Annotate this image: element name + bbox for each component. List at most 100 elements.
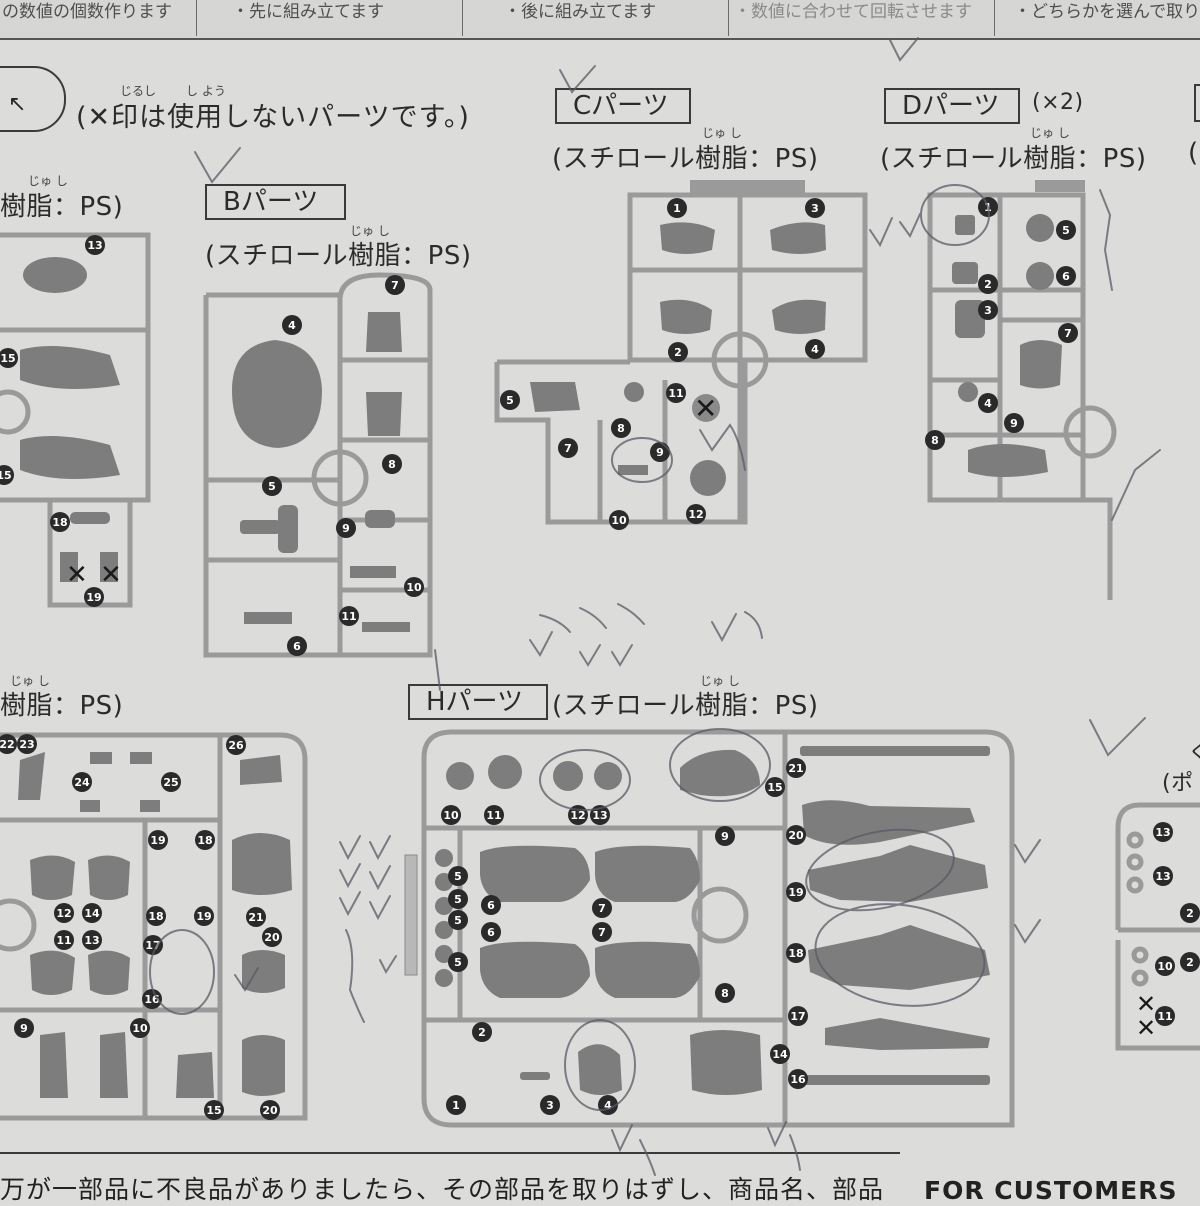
part-number-badge: 5 xyxy=(448,910,468,930)
h-runner-tab xyxy=(404,854,418,976)
part-number: 6 xyxy=(1062,270,1070,283)
pencil-circle xyxy=(539,749,631,811)
part-number: 9 xyxy=(656,446,664,459)
part-number: 20 xyxy=(262,1104,278,1117)
part-number: 8 xyxy=(721,987,729,1000)
pencil-check-mark xyxy=(889,37,919,62)
part-number: 16 xyxy=(790,1073,806,1086)
part-number-badge: 2 xyxy=(1180,952,1200,972)
part-number: 14 xyxy=(84,907,100,920)
part-number-badge: 19 xyxy=(148,830,168,850)
part-number: 11 xyxy=(341,610,356,623)
part-number: 2 xyxy=(1186,956,1194,969)
h-parts xyxy=(435,746,990,1095)
part-number: 2 xyxy=(478,1026,486,1039)
part-number: 7 xyxy=(391,279,399,292)
part-number: 17 xyxy=(790,1010,805,1023)
part-number: 13 xyxy=(592,809,607,822)
part-number-badge: 9 xyxy=(336,518,356,538)
ruby-jushi-c: じゅ し xyxy=(702,126,742,140)
part-number-badge: 10 xyxy=(441,805,461,825)
part-number: 11 xyxy=(1157,1010,1172,1023)
g-numbers: 22 23 26 24 25 19 18 18 19 12 14 21 11 1… xyxy=(0,734,282,1120)
part-number: 9 xyxy=(20,1022,28,1035)
part-number: 21 xyxy=(248,911,263,924)
d-multiplier: (×2) xyxy=(1032,90,1084,115)
header-cell-5: ・どちらかを選んで取り付 xyxy=(1014,2,1200,22)
pencil-circle xyxy=(611,437,673,483)
a-parts xyxy=(20,257,120,582)
part-number-badge: 19 xyxy=(786,882,806,902)
part-number: 26 xyxy=(228,739,244,752)
part-number: 2 xyxy=(1186,907,1194,920)
part-number: 2 xyxy=(984,278,992,291)
part-number-badge: 15 xyxy=(0,348,18,368)
part-number: 15 xyxy=(0,352,15,365)
c-parts-title: Cパーツ xyxy=(555,88,691,124)
part-number-badge: 10 xyxy=(404,577,424,597)
part-number: 18 xyxy=(788,947,803,960)
part-number: 17 xyxy=(145,939,160,952)
part-number: 20 xyxy=(788,829,804,842)
unused-x-mark: ✕ xyxy=(1136,990,1156,1018)
part-number-badge: 4 xyxy=(978,393,998,413)
part-number: 20 xyxy=(264,931,280,944)
h-material: (スチロール樹脂：PS) xyxy=(552,691,819,721)
h-parts-title: Hパーツ xyxy=(408,684,548,720)
part-number: 5 xyxy=(454,914,462,927)
unused-x-mark: ✕ xyxy=(692,392,720,425)
part-number: 18 xyxy=(148,910,163,923)
part-number: 5 xyxy=(506,394,514,407)
i-numbers: 13 13 2 2 10 11 xyxy=(1153,822,1200,1026)
part-number: 6 xyxy=(487,899,495,912)
part-number-badge: 6 xyxy=(481,922,501,942)
header-cell-4: ・数値に合わせて回転させます xyxy=(728,0,995,36)
part-number-badge: 4 xyxy=(282,315,302,335)
part-number-badge: 15 xyxy=(0,465,14,485)
part-number-badge: 21 xyxy=(246,907,266,927)
part-number-badge: 6 xyxy=(481,895,501,915)
pencil-scribble xyxy=(767,1121,801,1171)
pencil-scribble xyxy=(711,611,763,643)
part-number-badge: 13 xyxy=(82,930,102,950)
part-number: 1 xyxy=(452,1099,460,1112)
pencil-check-mark xyxy=(1014,839,1041,864)
pencil-scribble xyxy=(611,1124,656,1176)
i-material-fragment: (ポ xyxy=(1162,771,1194,796)
header-cell-3: ・後に組み立てます xyxy=(462,0,729,36)
part-number-badge: 10 xyxy=(1155,956,1175,976)
part-number-badge: 23 xyxy=(17,734,37,754)
part-number-badge: 26 xyxy=(226,735,246,755)
part-number-badge: 10 xyxy=(130,1018,150,1038)
part-number-badge: 11 xyxy=(54,930,74,950)
part-number-badge: 3 xyxy=(805,198,825,218)
part-number: 10 xyxy=(1157,960,1173,973)
a-material: 樹脂：PS) xyxy=(0,192,124,222)
part-number: 13 xyxy=(87,239,102,252)
pencil-stroke xyxy=(1111,449,1161,521)
ruby-jushi-g: じゅ し xyxy=(10,674,50,688)
part-number: 6 xyxy=(487,926,495,939)
part-number-badge: 13 xyxy=(85,235,105,255)
pencil-check-mark xyxy=(339,835,391,921)
part-number-badge: 24 xyxy=(72,772,92,792)
part-number-badge: 1 xyxy=(446,1095,466,1115)
part-number: 19 xyxy=(150,834,165,847)
part-number-badge: 2 xyxy=(978,274,998,294)
footer-rule xyxy=(0,1152,900,1154)
ruby-jushi-b: じゅ し xyxy=(350,224,390,238)
e-title-fragment xyxy=(1194,84,1200,122)
part-number-badge: 4 xyxy=(805,339,825,359)
part-number-badge: 18 xyxy=(50,512,70,532)
ruby-jirushi: じるし xyxy=(120,84,157,98)
part-number-badge: 11 xyxy=(484,805,504,825)
part-number-badge: 6 xyxy=(1056,266,1076,286)
part-number-badge: 14 xyxy=(82,903,102,923)
b-material: (スチロール樹脂：PS) xyxy=(205,241,472,271)
part-number-badge: 13 xyxy=(1153,822,1173,842)
part-number-badge: 5 xyxy=(448,889,468,909)
part-number: 11 xyxy=(486,809,501,822)
